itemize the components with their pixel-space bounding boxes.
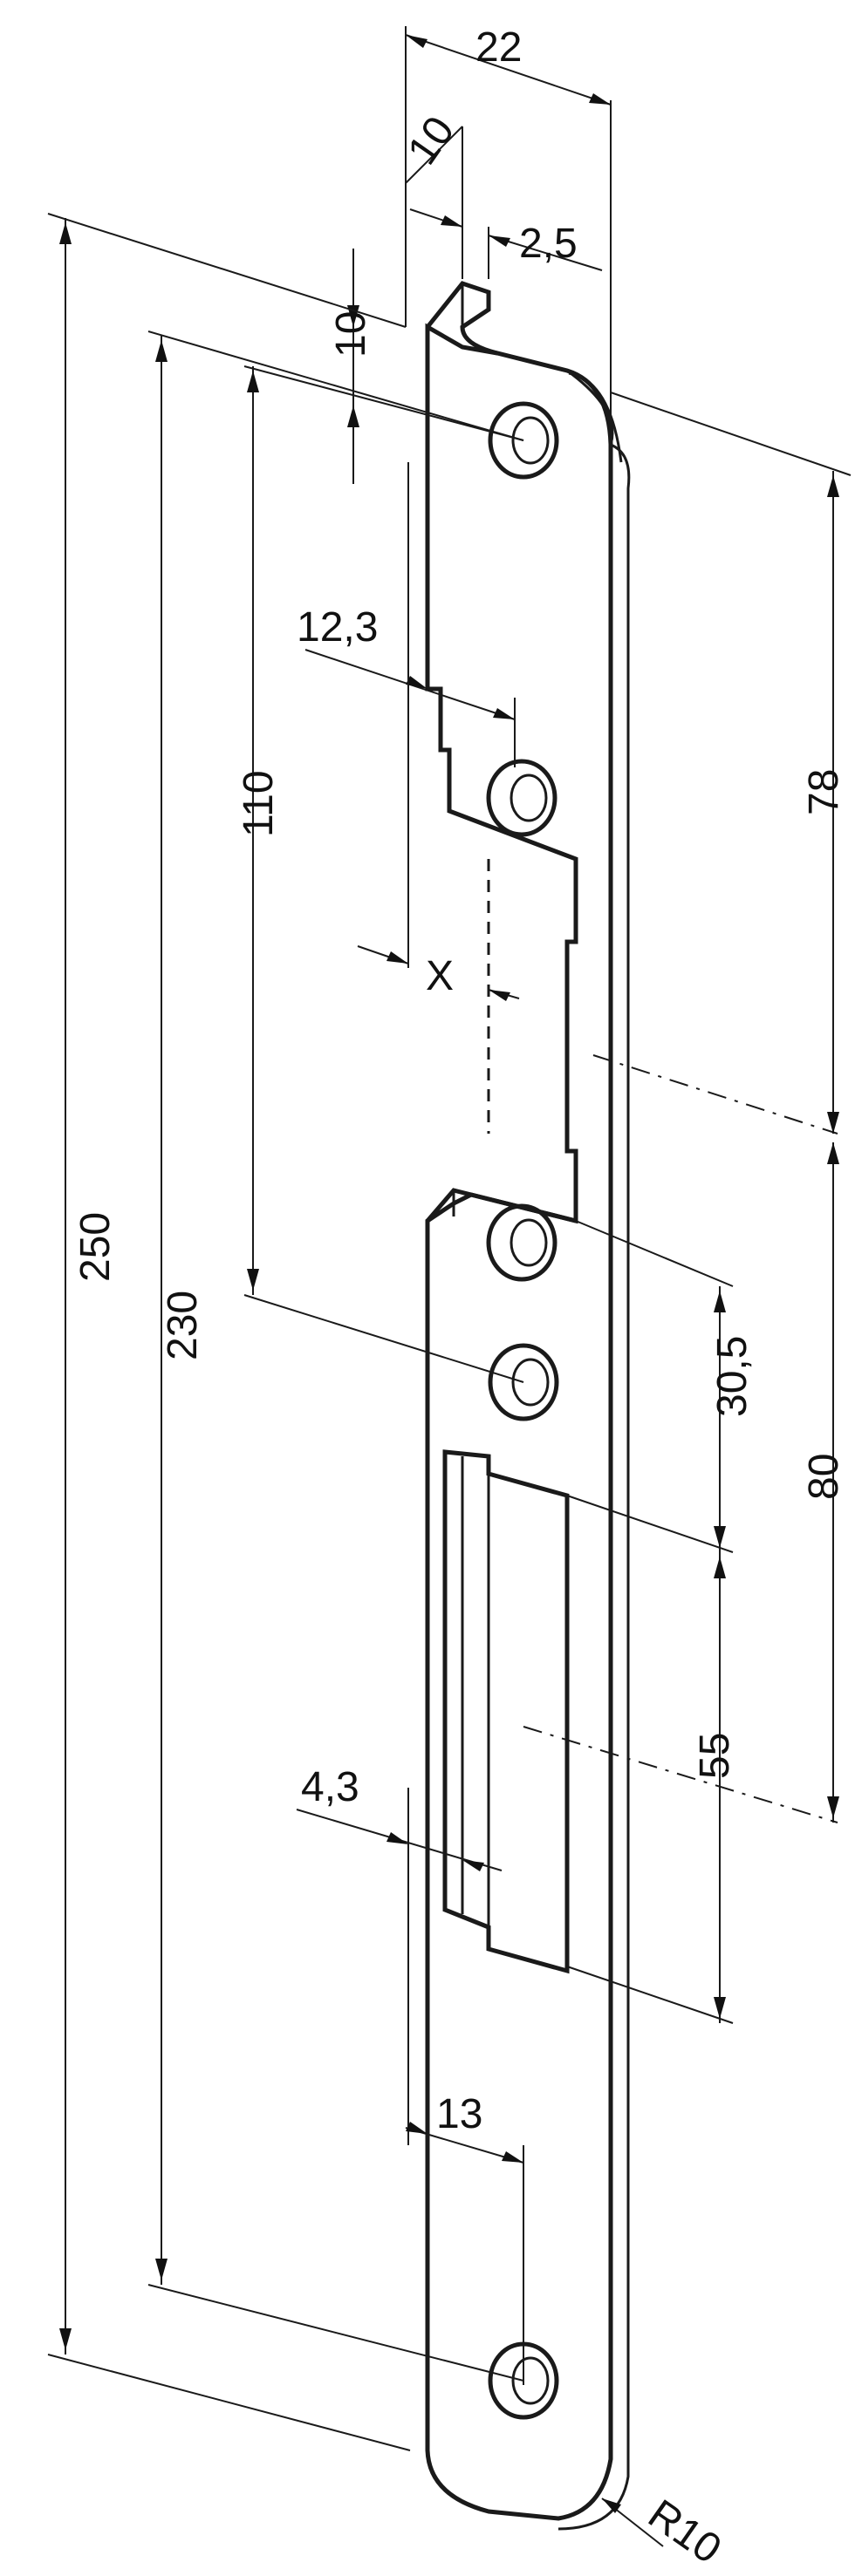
dim-10-side-label: 10 [328,311,374,358]
dim-30-5: 30,5 [566,1220,756,1553]
dim-80: 80 [801,1142,847,1823]
dim-13-label: 13 [436,2091,482,2137]
dim-13: 13 [405,2091,524,2385]
dim-55-label: 55 [692,1733,738,1779]
dim-78-label: 78 [801,769,847,815]
dim-4-3: 4,3 [296,1764,503,2145]
dim-r10-label: R10 [640,2491,729,2573]
dim-230-label: 230 [160,1291,206,1360]
strike-plate-outline [425,281,631,2531]
dim-30-5-label: 30,5 [709,1336,756,1417]
dim-r10: R10 [601,2491,729,2573]
dim-x: X [357,462,520,1001]
dim-10-top-label: 10 [399,108,463,173]
dim-110: 110 [236,365,524,1383]
screw-hole-3 [486,1203,557,1282]
dim-2-5: 2,5 [409,208,603,279]
screw-hole-1 [488,401,559,480]
dim-250: 250 [47,213,411,2451]
screw-hole-4 [488,1343,559,1421]
dim-230: 230 [147,331,524,2382]
dim-22: 22 [405,24,612,445]
center-lines [523,1054,838,1823]
dimensions: 22 10 2,5 10 1 [47,24,852,2573]
dim-12-3-label: 12,3 [297,604,378,651]
screw-hole-2 [486,759,557,837]
dim-2-5-label: 2,5 [519,221,578,267]
dim-80-label: 80 [801,1454,847,1500]
dim-12-3: 12,3 [297,604,516,767]
dim-x-label: X [426,953,454,999]
dim-10-side: 10 [328,249,374,484]
dim-55: 55 [566,1552,738,2024]
screw-holes [486,401,559,2420]
dim-250-label: 250 [72,1212,119,1282]
dim-78: 78 [610,392,852,1134]
dim-22-label: 22 [475,24,522,71]
dim-110-label: 110 [236,770,282,837]
dim-10-top: 10 [399,108,463,279]
dim-4-3-label: 4,3 [301,1764,359,1810]
latch-slot [442,1449,570,1974]
